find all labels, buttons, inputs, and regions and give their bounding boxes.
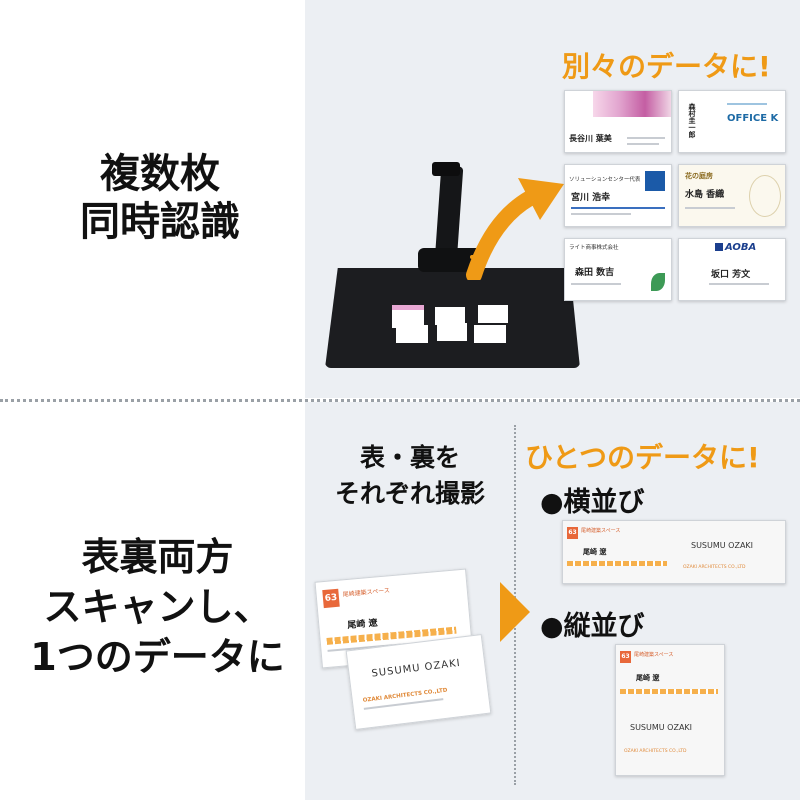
back-card-company: OZAKI ARCHITECTS CO.,LTD	[362, 687, 448, 704]
flower-photo	[593, 91, 671, 117]
blue-logo	[645, 171, 665, 191]
aoba-logo-mark	[715, 243, 723, 251]
card-name: 水島 香織	[685, 190, 725, 200]
front-card-logo: 63	[322, 588, 340, 609]
result-card-6: AOBA 坂口 芳文	[678, 238, 786, 301]
back-card-photo: SUSUMU OZAKI OZAKI ARCHITECTS CO.,LTD	[345, 633, 492, 731]
bottom-heading-line-3: 1つのデータに	[30, 635, 285, 679]
card-company: ソリューションセンター代表	[569, 177, 641, 183]
composite-roman-name: SUSUMU OZAKI	[630, 723, 693, 732]
mat-card-3	[478, 305, 508, 323]
scanner-head	[432, 162, 460, 176]
composite-logo: 63	[567, 527, 578, 539]
horizontal-composite: 63 尾崎建築スペース 尾崎 遼 SUSUMU OZAKI OZAKI ARCH…	[562, 520, 786, 584]
composite-logo: 63	[620, 651, 631, 663]
composite-company: 尾崎建築スペース	[634, 652, 674, 658]
result-card-4: 花の庭房 水島 香織	[678, 164, 786, 227]
result-card-5: ライト商事株式会社 森田 数吉	[564, 238, 672, 301]
result-card-2: 森村圭一郎 OFFICE K	[678, 90, 786, 153]
bottom-heading-line-1: 表裏両方	[81, 535, 234, 579]
section-divider	[0, 399, 800, 402]
top-heading: 複数枚 同時認識	[40, 150, 280, 246]
capture-caption: 表・裏を それぞれ撮影	[312, 440, 508, 512]
composite-roman-company: OZAKI ARCHITECTS CO.,LTD	[624, 749, 687, 754]
bottom-heading-line-2: スキャンし、	[43, 585, 272, 629]
mat-card-6	[474, 325, 506, 343]
composite-name: 尾崎 遼	[636, 673, 660, 682]
capture-caption-line-1: 表・裏を	[359, 443, 460, 472]
composite-company: 尾崎建築スペース	[581, 528, 621, 534]
result-card-3: ソリューションセンター代表 宮川 浩幸	[564, 164, 672, 227]
mat-card-1	[392, 305, 424, 328]
vertical-label: ●縦並び	[540, 611, 645, 642]
card-name: 森村圭一郎	[688, 103, 697, 138]
card-company: OFFICE K	[727, 113, 779, 124]
card-company: 花の庭房	[685, 171, 713, 180]
bottom-result-title: ひとつのデータに!	[525, 441, 760, 474]
flower-sketch	[749, 175, 781, 217]
vertical-composite: 63 尾崎建築スペース 尾崎 遼 SUSUMU OZAKI OZAKI ARCH…	[615, 644, 725, 776]
horizontal-label: ●横並び	[540, 487, 645, 518]
arrow-icon	[466, 178, 564, 280]
top-heading-line-2: 同時認識	[80, 199, 240, 245]
card-name: 宮川 浩幸	[571, 193, 611, 203]
card-name: 森田 数吉	[575, 268, 615, 278]
bottom-heading: 表裏両方 スキャンし、 1つのデータに	[15, 532, 300, 682]
card-name: 長谷川 葉美	[569, 133, 612, 143]
front-card-company: 尾崎建築スペース	[342, 587, 391, 599]
front-card-name: 尾崎 遼	[347, 618, 378, 632]
composite-roman-name: SUSUMU OZAKI	[691, 541, 754, 550]
top-result-title: 別々のデータに!	[562, 50, 771, 83]
mat-card-2	[435, 307, 465, 325]
result-card-1: 長谷川 葉美	[564, 90, 672, 153]
top-heading-line-1: 複数枚	[100, 151, 220, 197]
back-card-name: SUSUMU OZAKI	[371, 657, 462, 680]
green-logo	[651, 273, 665, 291]
mat-card-5	[437, 323, 467, 341]
composite-name: 尾崎 遼	[583, 547, 607, 556]
composite-roman-company: OZAKI ARCHITECTS CO.,LTD	[683, 565, 746, 570]
mat-card-4	[396, 325, 428, 343]
card-company: ライト商事株式会社	[569, 245, 619, 251]
next-arrow-icon	[500, 582, 530, 642]
capture-caption-line-2: それぞれ撮影	[334, 479, 485, 508]
card-name: 坂口 芳文	[711, 270, 751, 280]
card-company: AOBA	[725, 242, 757, 253]
